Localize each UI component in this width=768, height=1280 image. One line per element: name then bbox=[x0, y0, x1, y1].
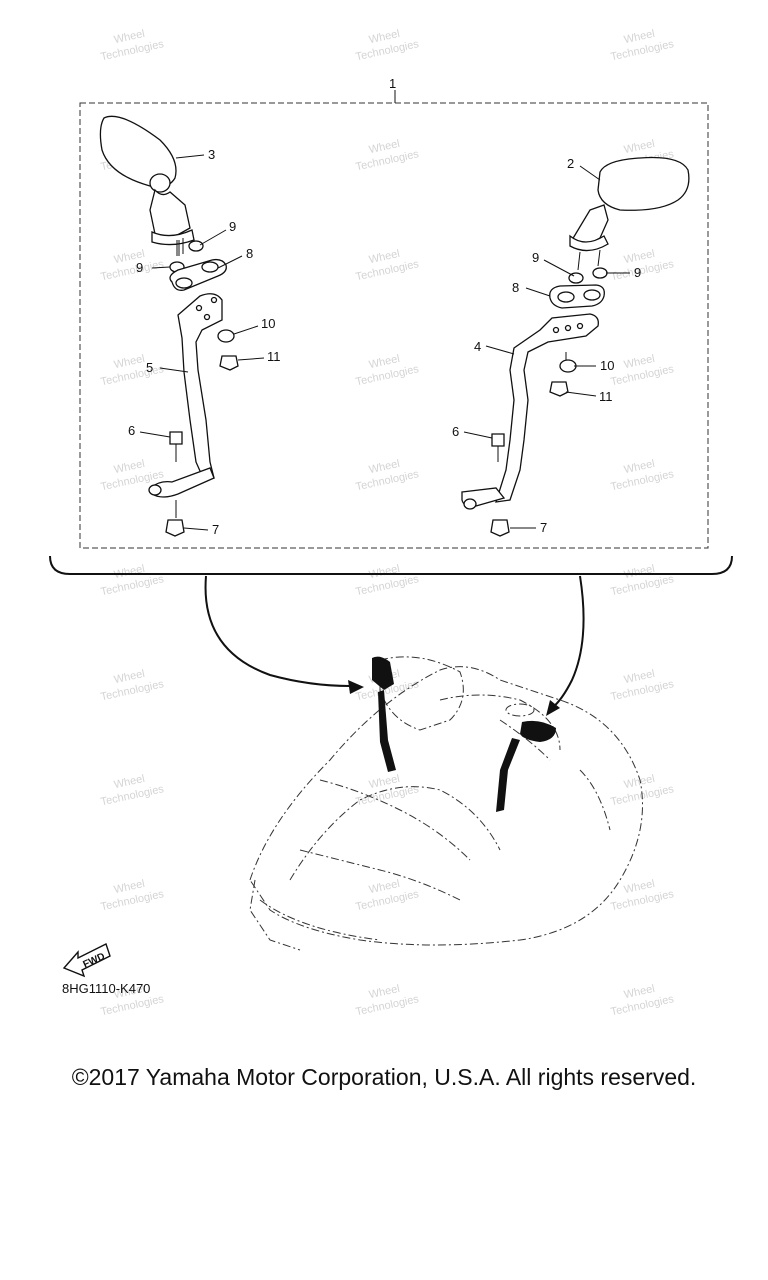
callout-10-right: 10 bbox=[600, 358, 614, 373]
callout-6-right: 6 bbox=[452, 424, 459, 439]
left-bracket-stay bbox=[177, 293, 223, 481]
parts-diagram: WheelTechnologiesWheelTechnologiesWheelT… bbox=[49, 28, 733, 1018]
location-arrows bbox=[204, 575, 585, 716]
assembly-boundary bbox=[79, 102, 709, 549]
callout-8-left: 8 bbox=[246, 246, 253, 261]
group-bracket bbox=[49, 555, 733, 575]
installed-mirrors bbox=[372, 656, 556, 812]
callout-3: 3 bbox=[208, 147, 215, 162]
callout-11-left: 11 bbox=[267, 349, 281, 364]
callout-6-left: 6 bbox=[128, 423, 135, 438]
right-mirror-assembly bbox=[461, 156, 690, 537]
diagram-code: 8HG1110-K470 bbox=[62, 981, 150, 996]
fwd-arrow-icon: FWD bbox=[62, 943, 111, 978]
right-bracket-stay bbox=[495, 313, 599, 503]
callout-9-right-lower: 9 bbox=[634, 265, 641, 280]
watermark-layer: WheelTechnologiesWheelTechnologiesWheelT… bbox=[100, 28, 676, 1018]
callout-9-left-lower: 9 bbox=[136, 260, 143, 275]
callout-1: 1 bbox=[389, 76, 396, 91]
watercraft-body bbox=[249, 656, 643, 951]
right-mirror-head bbox=[597, 156, 690, 211]
left-mirror-stem bbox=[149, 188, 191, 239]
copyright-notice: ©2017 Yamaha Motor Corporation, U.S.A. A… bbox=[71, 1064, 697, 1090]
callout-5: 5 bbox=[146, 360, 153, 375]
callout-10-left: 10 bbox=[261, 316, 275, 331]
left-mirror-assembly bbox=[99, 115, 239, 537]
callout-9-left-upper: 9 bbox=[229, 219, 236, 234]
callout-4: 4 bbox=[474, 339, 481, 354]
leader-lines bbox=[139, 154, 630, 531]
callout-7-left: 7 bbox=[212, 522, 219, 537]
callout-11-right: 11 bbox=[599, 389, 613, 404]
callout-2: 2 bbox=[567, 156, 574, 171]
callout-9-right-upper: 9 bbox=[532, 250, 539, 265]
callout-8-right: 8 bbox=[512, 280, 519, 295]
callout-7-right: 7 bbox=[540, 520, 547, 535]
